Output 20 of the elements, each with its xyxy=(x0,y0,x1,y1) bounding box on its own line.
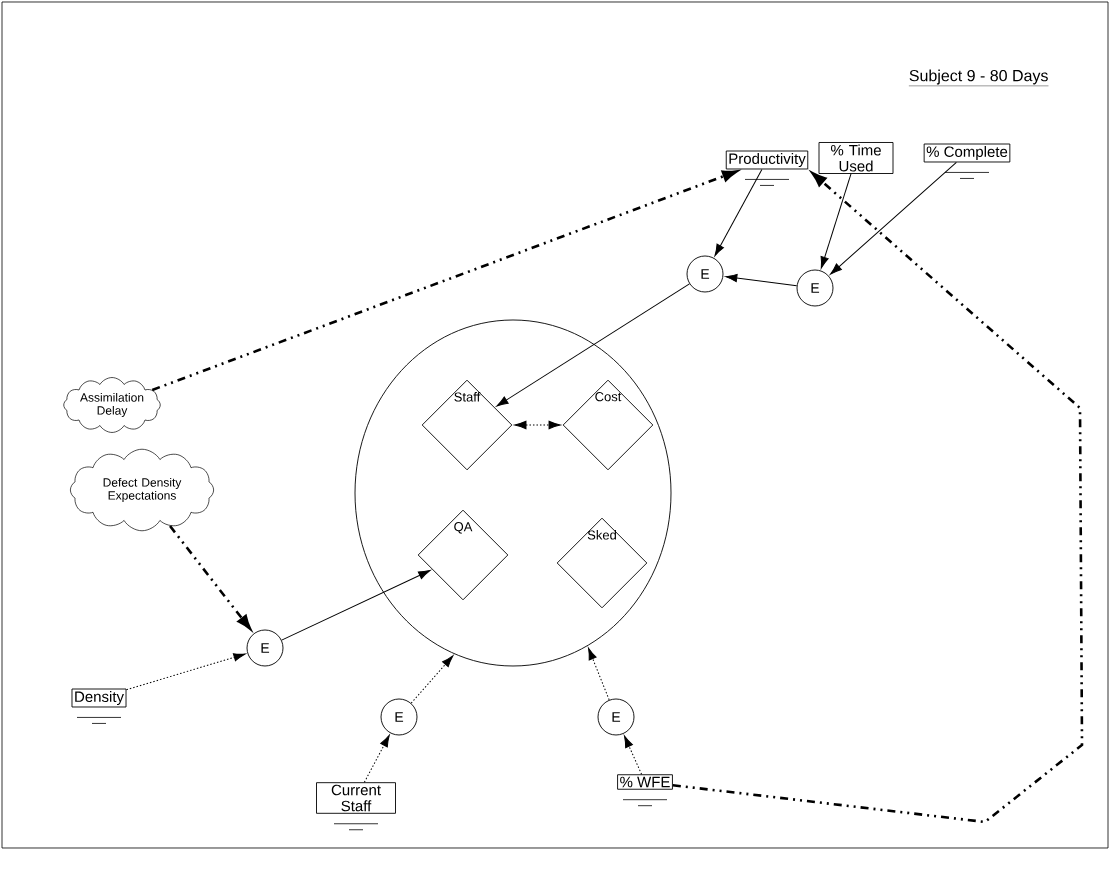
arrow xyxy=(588,647,610,701)
arrow xyxy=(820,173,852,269)
variable-box: Productivity xyxy=(725,150,809,170)
arrow xyxy=(363,734,390,783)
arrow xyxy=(125,653,246,691)
arrow xyxy=(672,172,1084,824)
variable-box: Current Staff xyxy=(316,782,396,814)
variable-box: % WFE xyxy=(617,774,673,790)
model-circle xyxy=(354,319,672,667)
arrow xyxy=(830,161,957,275)
arrow xyxy=(169,525,252,630)
arrow xyxy=(624,735,643,775)
variable-box: % Time Used xyxy=(818,142,894,174)
arrow xyxy=(281,570,431,641)
variable-box: Density xyxy=(71,688,127,708)
variable-box: % Complete xyxy=(923,143,1011,163)
title: Subject 9 - 80 Days xyxy=(908,69,1049,87)
arrow xyxy=(410,655,454,704)
arrow xyxy=(725,273,798,287)
arrow xyxy=(514,420,561,430)
